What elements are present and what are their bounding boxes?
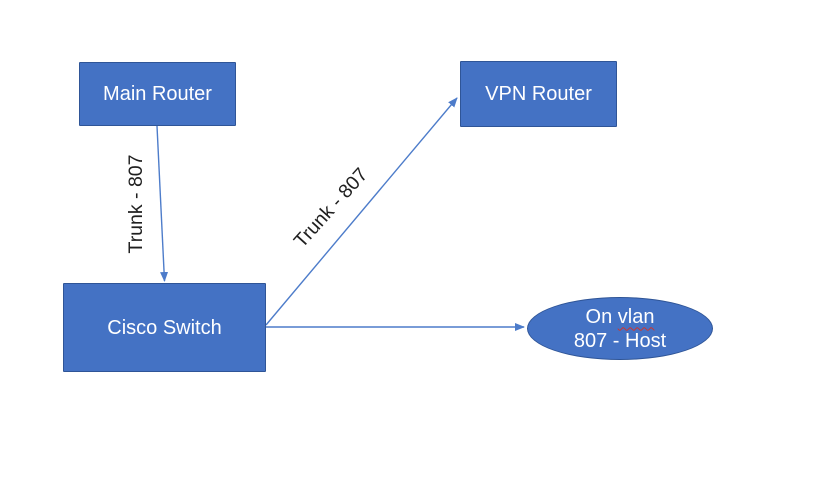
- node-vpn-router[interactable]: VPN Router: [460, 61, 617, 127]
- edge-label-trunk-main-to-switch: Trunk - 807: [125, 154, 147, 254]
- node-main-router-label: Main Router: [103, 83, 212, 105]
- node-cisco-switch[interactable]: Cisco Switch: [63, 283, 266, 372]
- connector-main-router-to-cisco-switch[interactable]: [156, 125, 169, 282]
- node-vpn-router-label: VPN Router: [485, 83, 592, 105]
- node-host-vlan-ellipse[interactable]: On vlan 807 - Host: [527, 297, 713, 360]
- node-cisco-switch-label: Cisco Switch: [107, 316, 222, 339]
- node-host-label-line1-prefix: On: [585, 305, 613, 328]
- node-host-label-line1: On vlan: [586, 305, 655, 329]
- node-host-label-vlan-word: vlan: [617, 305, 655, 328]
- node-host-label-line2: 807 - Host: [573, 329, 667, 352]
- node-main-router[interactable]: Main Router: [79, 62, 236, 126]
- connector-cisco-switch-to-vpn-router[interactable]: [265, 97, 458, 326]
